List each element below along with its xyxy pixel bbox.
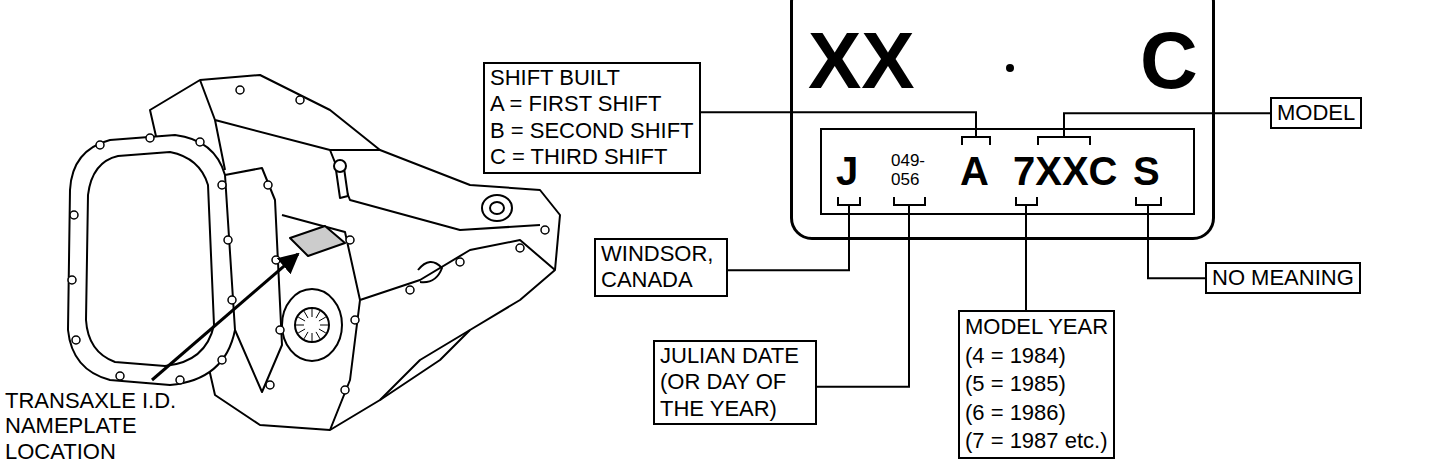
callout-heading: MODEL YEAR [965, 313, 1108, 342]
plate-code-large: C [1140, 21, 1198, 101]
bolt-head [224, 236, 232, 244]
bolt-head [176, 376, 184, 384]
plate-code-large: XX [808, 21, 915, 101]
callout-text: A = FIRST SHIFT [490, 91, 694, 117]
bolt-head [541, 226, 549, 234]
spline-tooth [296, 325, 304, 326]
leader-line [1148, 215, 1205, 278]
bell-housing [68, 135, 235, 385]
dipstick-cap [334, 160, 346, 172]
bolt-head [272, 256, 280, 264]
callout-box: WINDSOR, CANADA [594, 238, 728, 297]
spline-tooth [320, 325, 328, 326]
id-nameplate [290, 226, 345, 256]
code-brackets [838, 130, 1161, 213]
bolt-head [116, 372, 124, 380]
model-bracket [1038, 130, 1090, 145]
bolt-head [72, 336, 80, 344]
callout-text: (7 = 1987 etc.) [965, 427, 1108, 456]
leader-line [728, 215, 849, 270]
callout-text: B = SECOND SHIFT [490, 118, 694, 144]
extension-bore [490, 202, 504, 214]
date-bracket [894, 197, 925, 213]
pan-edge [380, 330, 470, 400]
callout-text: C = THIRD SHIFT [490, 144, 694, 170]
bolt-head [351, 316, 359, 324]
callout-text: (6 = 1986) [965, 399, 1108, 428]
callout-box: MODEL YEAR(4 = 1984)(5 = 1985)(6 = 1986)… [958, 310, 1115, 459]
callout-heading: MODEL [1277, 100, 1355, 126]
callout-heading: JULIAN DATE (OR DAY OF THE YEAR) [660, 343, 810, 422]
nameplate-leader-arrow [152, 254, 298, 380]
spline-tooth [319, 329, 326, 333]
case-side [282, 215, 555, 430]
spline-tooth [298, 329, 305, 333]
location-label: TRANSAXLE I.D. NAMEPLATE LOCATION [5, 388, 183, 464]
id-code-box: J 049- 056 A 7XXC S [820, 128, 1195, 215]
plate-dot [1006, 64, 1014, 72]
callout-box: SHIFT BUILTA = FIRST SHIFTB = SECOND SHI… [483, 62, 701, 174]
callout-box: NO MEANING [1205, 262, 1361, 294]
suffix-code: S [1133, 151, 1160, 191]
callout-text: (4 = 1984) [965, 342, 1108, 371]
leader-line [1064, 113, 1270, 128]
bolt-head [236, 86, 244, 94]
spline-tooth [312, 309, 313, 317]
bolt-head [276, 326, 284, 334]
spline-tooth [316, 332, 320, 339]
bolt-head [456, 258, 464, 266]
bolt-head [218, 181, 226, 189]
leader-line [1025, 215, 1027, 310]
callout-heading: SHIFT BUILT [490, 65, 694, 91]
output-housing [282, 289, 342, 361]
bolt-head [96, 141, 104, 149]
shift-bracket [962, 130, 990, 145]
callout-box: MODEL [1270, 97, 1362, 129]
spline-tooth [312, 333, 313, 341]
spline-tooth [319, 317, 326, 321]
year-bracket [1016, 197, 1037, 213]
bolt-head [68, 276, 76, 284]
callout-box: JULIAN DATE (OR DAY OF THE YEAR) [653, 340, 817, 425]
year-model-code: 7XXC [1013, 151, 1118, 191]
bolt-head [341, 386, 349, 394]
callout-heading: NO MEANING [1212, 265, 1354, 291]
nameplate: XX C J 049- 056 A 7XXC S [790, 0, 1215, 240]
bolt-head [266, 381, 274, 389]
bolt-head [70, 211, 78, 219]
bell-housing-inner [86, 152, 214, 366]
shift-code: A [960, 151, 989, 191]
bolt-head [296, 96, 304, 104]
output-shaft [295, 308, 329, 342]
plant-code: J [836, 151, 858, 191]
filler-loop [418, 262, 442, 282]
julian-date-code: 049- 056 [891, 152, 925, 189]
spline-tooth [316, 311, 320, 318]
spline-tooth [298, 317, 305, 321]
bolt-head [346, 236, 354, 244]
callout-text: (5 = 1985) [965, 370, 1108, 399]
bolt-head [218, 356, 226, 364]
callout-heading: WINDSOR, CANADA [601, 241, 721, 294]
flange [225, 168, 282, 392]
bolt-head [406, 286, 414, 294]
suffix-bracket [1136, 197, 1161, 213]
leader-line [701, 112, 976, 128]
bolt-head [264, 181, 272, 189]
plant-bracket [838, 197, 860, 213]
bolt-head [196, 138, 204, 146]
spline-tooth [304, 311, 308, 318]
bolt-head [146, 134, 154, 142]
extension-end [482, 195, 512, 221]
bolt-head [228, 296, 236, 304]
leader-line [817, 215, 909, 387]
spline-tooth [304, 332, 308, 339]
bolt-head [516, 244, 524, 252]
